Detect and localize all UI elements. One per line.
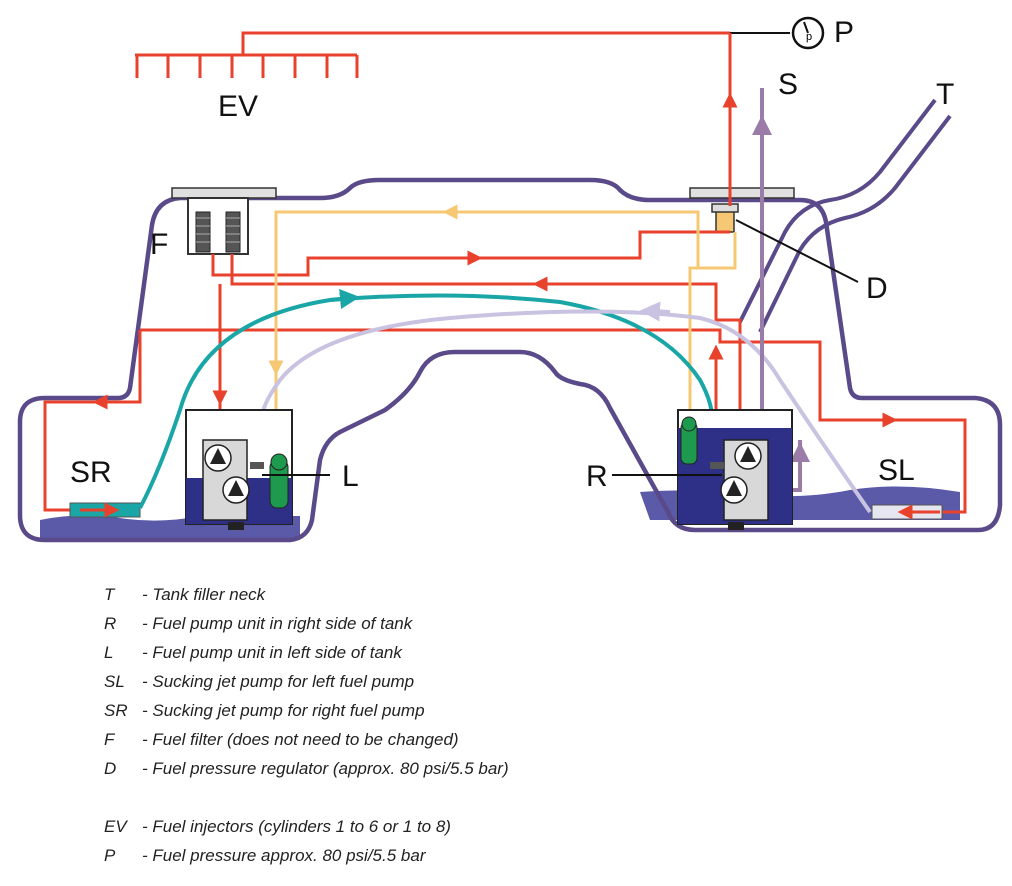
legend-code: F (104, 730, 115, 749)
legend-code: L (104, 643, 114, 662)
legend-code: T (104, 585, 115, 604)
legend-desc: - Fuel filter (does not need to be chang… (142, 730, 459, 749)
legend-code: SL (104, 672, 125, 691)
label-p: P (834, 16, 854, 49)
legend-desc: - Tank filler neck (142, 585, 266, 604)
label-t: T (936, 78, 954, 111)
legend-desc: - Sucking jet pump for right fuel pump (142, 701, 425, 720)
legend-row-sl: SL - Sucking jet pump for left fuel pump (104, 667, 724, 696)
legend-code: EV (104, 817, 127, 836)
pump-unit-right (677, 409, 793, 530)
legend-row-sr: SR - Sucking jet pump for right fuel pum… (104, 696, 724, 725)
legend-code: D (104, 759, 117, 778)
legend-row-t: T - Tank filler neck (104, 580, 724, 609)
legend-desc: - Sucking jet pump for left fuel pump (142, 672, 415, 691)
legend-row-p: P - Fuel pressure approx. 80 psi/5.5 bar (104, 841, 724, 870)
legend-row-ev: EV - Fuel injectors (cylinders 1 to 6 or… (104, 812, 724, 841)
label-l: L (342, 460, 359, 493)
suction-arrow (329, 289, 360, 309)
legend-desc: - Fuel pump unit in right side of tank (142, 614, 413, 633)
svg-text:p: p (806, 31, 812, 43)
label-d: D (866, 272, 888, 305)
legend-code: P (104, 846, 116, 865)
jet-pump-sr (69, 502, 141, 518)
fuel-tank-outline (17, 177, 1003, 543)
light-arrow (640, 301, 671, 322)
jet-pump-feed-line (43, 328, 967, 514)
legend-code: SR (104, 701, 128, 720)
regulator-flange (689, 187, 795, 199)
legend-desc: - Fuel injectors (cylinders 1 to 6 or 1 … (142, 817, 451, 836)
tank-filler-neck (738, 98, 952, 333)
legend: T - Tank filler neck R - Fuel pump unit … (104, 580, 724, 870)
legend-desc: - Fuel pressure approx. 80 psi/5.5 bar (142, 846, 426, 865)
filter-flange (171, 187, 277, 199)
label-ev: EV (218, 90, 258, 123)
pressure-regulator (711, 203, 739, 233)
label-s: S (778, 68, 798, 101)
label-f: F (150, 228, 168, 261)
pump-to-filter-line (230, 254, 742, 430)
label-r: R (586, 460, 608, 493)
pump-unit-left (185, 409, 293, 530)
light-line (260, 309, 872, 514)
legend-row-d: D - Fuel pressure regulator (approx. 80 … (104, 754, 724, 812)
filter-to-regulator-line (211, 230, 730, 277)
label-sl: SL (878, 454, 915, 487)
suction-line (138, 293, 714, 509)
legend-desc: - Fuel pressure regulator (approx. 80 ps… (142, 759, 509, 778)
label-sr: SR (70, 456, 112, 489)
legend-row-r: R - Fuel pump unit in right side of tank (104, 609, 724, 638)
pressure-gauge: p (730, 16, 825, 50)
fuel-system-diagram: p (17, 16, 1003, 543)
leader-d (735, 219, 859, 283)
legend-desc: - Fuel pump unit in left side of tank (142, 643, 402, 662)
fuel-filter (187, 197, 249, 255)
jet-pump-sl (871, 504, 943, 520)
injector-rail (135, 31, 730, 78)
legend-row-f: F - Fuel filter (does not need to be cha… (104, 725, 724, 754)
legend-row-l: L - Fuel pump unit in left side of tank (104, 638, 724, 667)
legend-code: R (104, 614, 117, 633)
